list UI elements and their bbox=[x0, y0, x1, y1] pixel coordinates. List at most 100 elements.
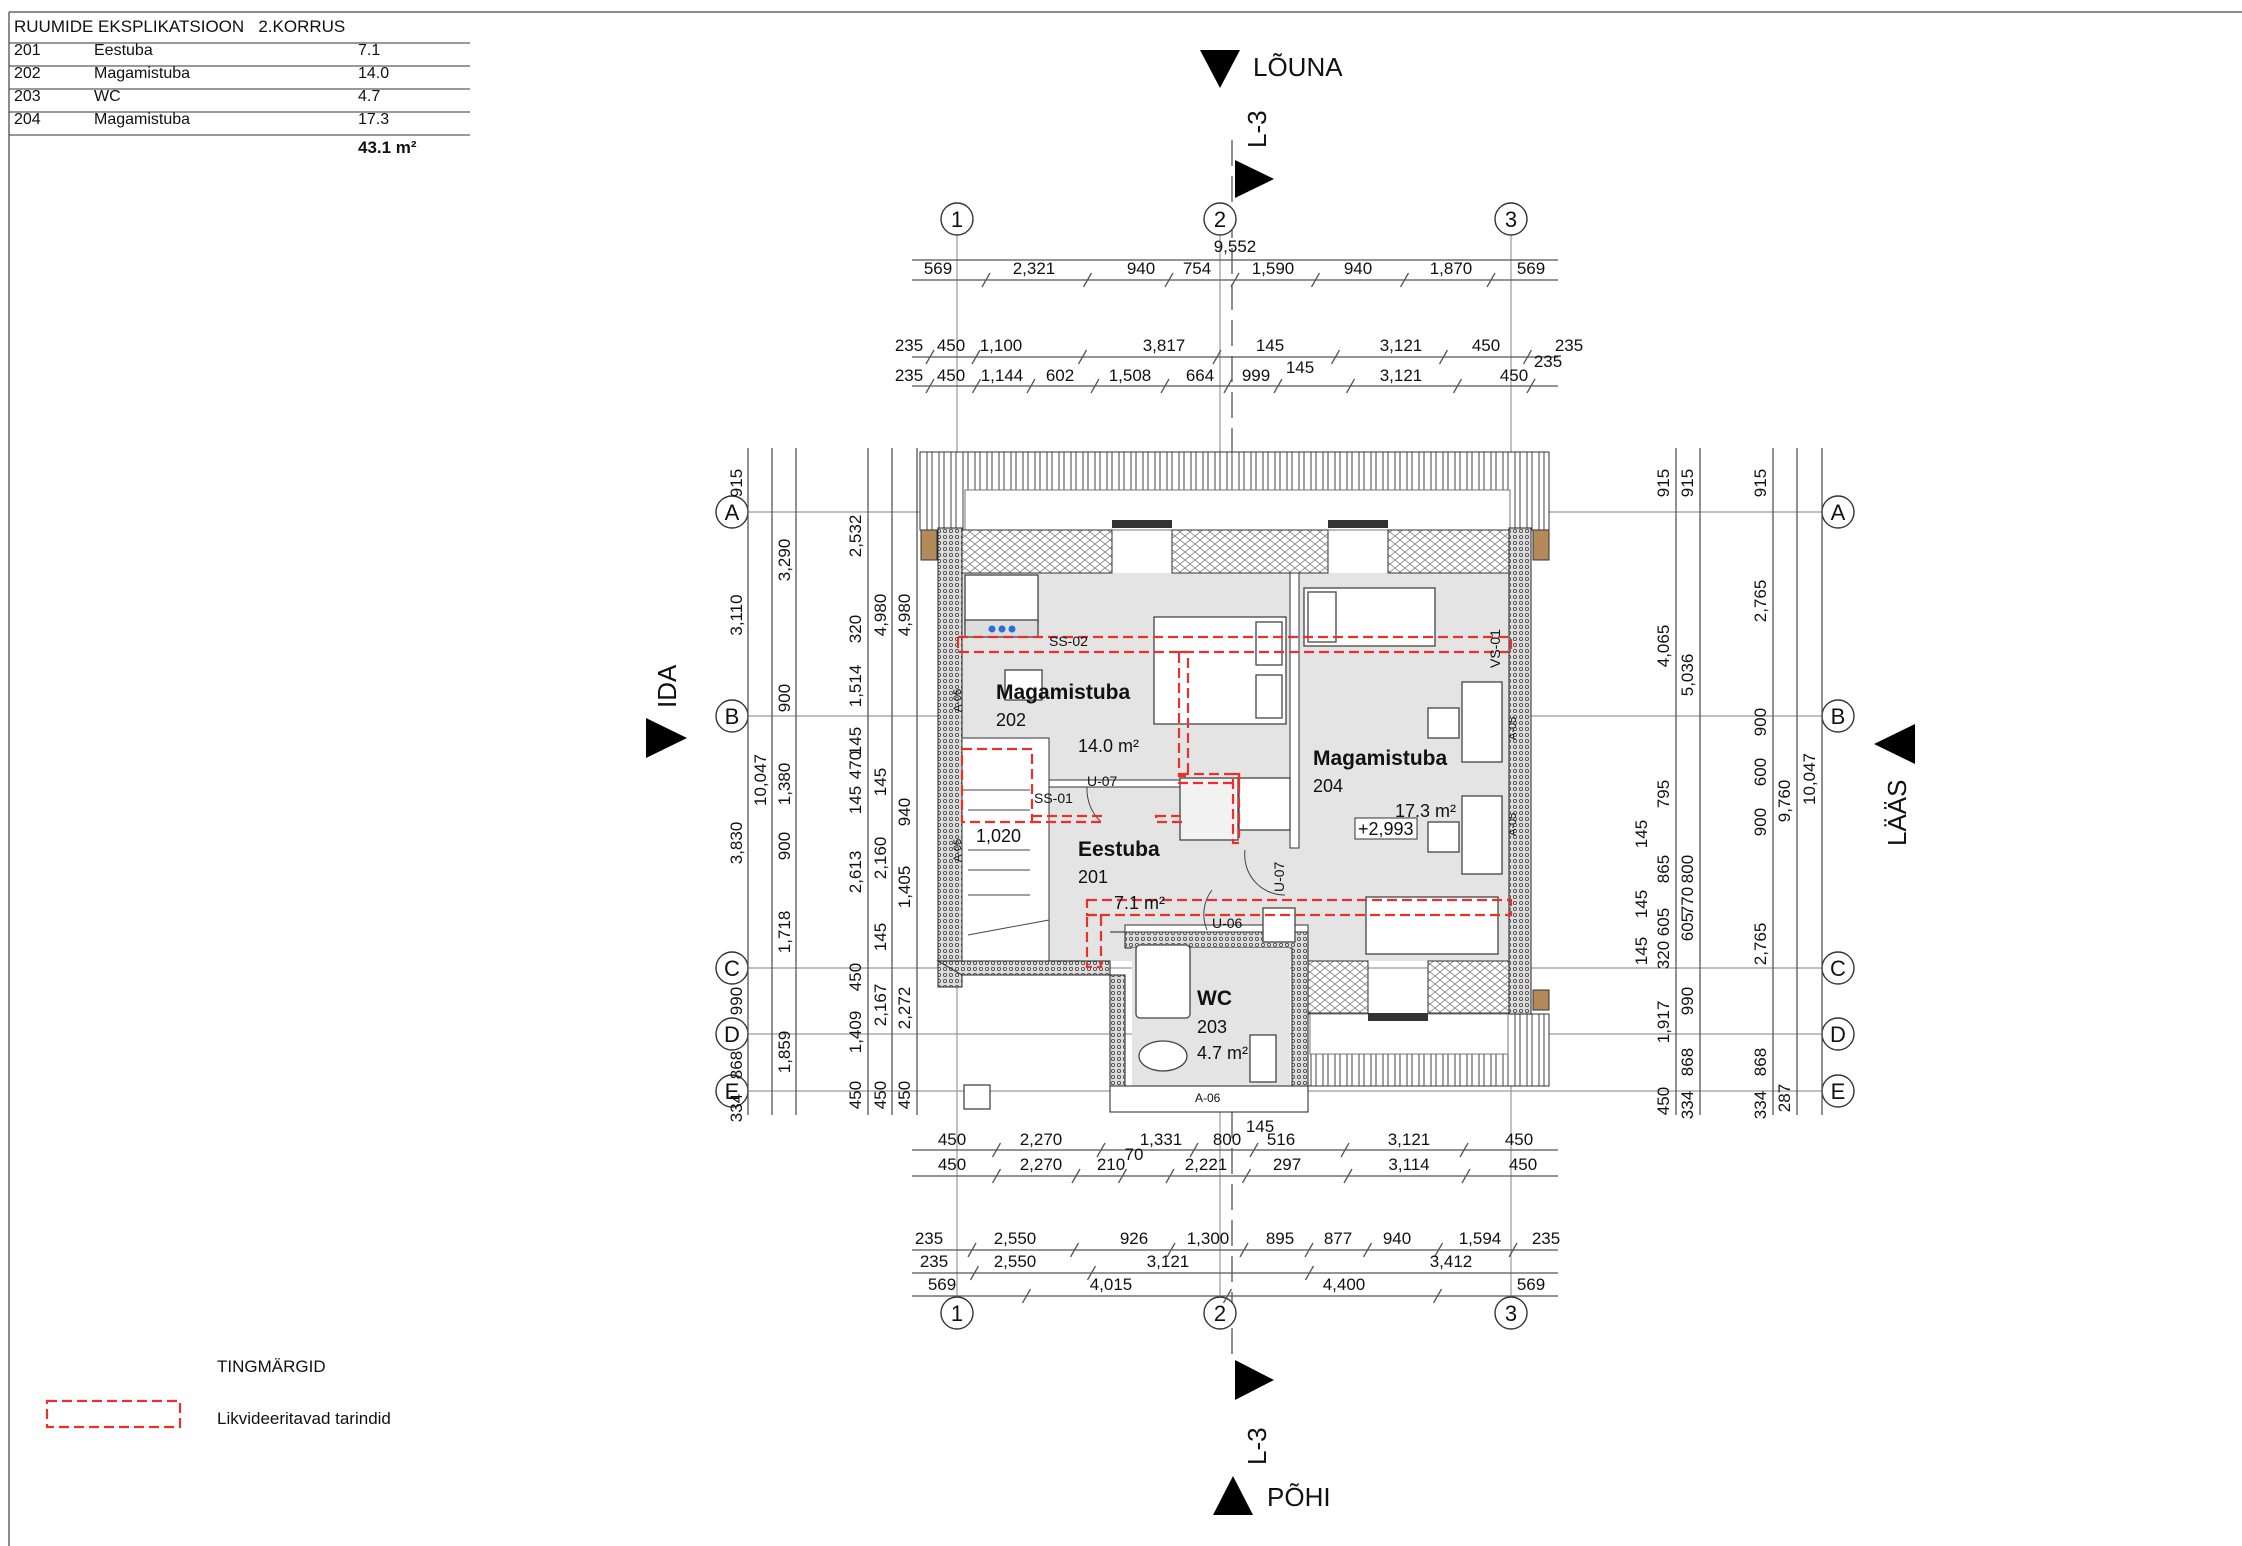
dimension-label: 450 bbox=[846, 963, 865, 991]
dimension-label: 4,065 bbox=[1654, 625, 1673, 668]
grid-label: B bbox=[1831, 704, 1846, 729]
room-number-201: 201 bbox=[1078, 867, 1108, 887]
dimension-label: 877 bbox=[1324, 1229, 1352, 1248]
dimension-label: 1,514 bbox=[846, 665, 865, 708]
dimension-label: 2,550 bbox=[994, 1229, 1037, 1248]
tag-window-a-05: A-05 bbox=[1507, 717, 1519, 740]
dimension-label: 2,765 bbox=[1751, 580, 1770, 623]
dimension-tick bbox=[1189, 1142, 1199, 1158]
grid-bubble bbox=[1203, 1296, 1237, 1330]
dimension-label: 450 bbox=[938, 1130, 966, 1149]
dimension-tick bbox=[1343, 1168, 1353, 1184]
schedule-cell-area: 14.0 bbox=[358, 65, 389, 82]
schedule-cell-no: 203 bbox=[14, 88, 41, 105]
dimension-tick bbox=[1117, 1168, 1128, 1184]
dimension-tick bbox=[1486, 272, 1496, 288]
dimension-label: 2,550 bbox=[994, 1252, 1037, 1271]
dimension-label: 990 bbox=[727, 987, 746, 1015]
dimension-tick bbox=[971, 349, 981, 365]
desk-204-a bbox=[1461, 681, 1503, 763]
room-area-202: 14.0 m² bbox=[1078, 736, 1139, 756]
room-name-202: Magamistuba bbox=[996, 681, 1131, 704]
direction-west: LÄÄS bbox=[1882, 780, 1912, 847]
dimension-label: 1,718 bbox=[775, 911, 794, 954]
staircase bbox=[961, 737, 1050, 962]
grid-label: C bbox=[1830, 956, 1846, 981]
dimension-label: 516 bbox=[1267, 1130, 1295, 1149]
dimension-label: 145 bbox=[1632, 820, 1651, 848]
shower bbox=[1135, 944, 1191, 1019]
dimension-label: 990 bbox=[1678, 987, 1697, 1015]
dimension-label: 145 bbox=[871, 768, 890, 796]
dimension-tick bbox=[1273, 378, 1283, 394]
dimension-label: 1,870 bbox=[1430, 259, 1473, 278]
grid-label: 2 bbox=[1214, 207, 1226, 232]
dimension-label: 450 bbox=[1505, 1130, 1533, 1149]
dimension-label: 602 bbox=[1046, 366, 1074, 385]
dimension-label: 940 bbox=[895, 798, 914, 826]
dimension-label: 915 bbox=[1751, 469, 1770, 497]
dimension-label: 9,552 bbox=[1214, 237, 1257, 256]
hob-burner bbox=[1008, 625, 1016, 633]
dimension-label: 450 bbox=[846, 1081, 865, 1109]
dimension-tick bbox=[1021, 1288, 1032, 1304]
dimension-label: 800 bbox=[1678, 855, 1697, 883]
legend: TINGMÄRGID Likvideeritavad tarindid bbox=[45, 1357, 391, 1429]
schedule-cell-no: 201 bbox=[14, 42, 41, 59]
direction-south: LÕUNA bbox=[1253, 52, 1343, 82]
dimension-label: 940 bbox=[1383, 1229, 1411, 1248]
dimension-label: 4,400 bbox=[1323, 1275, 1366, 1294]
legend-swatch-dashed-red bbox=[45, 1399, 182, 1429]
dimension-label: 770 bbox=[1678, 887, 1697, 915]
room-name-203: WC bbox=[1197, 987, 1232, 1010]
dimension-tick bbox=[1071, 1168, 1081, 1184]
dimension-label: 450 bbox=[1509, 1155, 1537, 1174]
tag-window-a-05: A-05 bbox=[952, 689, 964, 712]
dimension-label: 3,121 bbox=[1147, 1252, 1190, 1271]
dimension-label: 915 bbox=[727, 469, 746, 497]
dimension-label: 1,859 bbox=[775, 1031, 794, 1074]
room-name-201: Eestuba bbox=[1078, 838, 1160, 861]
tag-window-a-05: A-05 bbox=[1507, 813, 1519, 836]
grid-label: E bbox=[1831, 1079, 1846, 1104]
dimension-label: 868 bbox=[1678, 1048, 1697, 1076]
dimension-label: 865 bbox=[1654, 855, 1673, 883]
grid-bubble bbox=[940, 202, 974, 236]
dimension-label: 600 bbox=[1751, 758, 1770, 786]
dimension-tick bbox=[1026, 378, 1036, 394]
dimension-tick bbox=[971, 378, 982, 394]
dimension-tick bbox=[1241, 1168, 1252, 1184]
direction-north: PÕHI bbox=[1267, 1482, 1331, 1512]
dimension-tick bbox=[925, 349, 935, 365]
dimension-label: 1,100 bbox=[980, 336, 1023, 355]
dimension-label: 569 bbox=[928, 1275, 956, 1294]
dimension-label: 1,590 bbox=[1252, 259, 1295, 278]
dimension-tick bbox=[1330, 349, 1341, 365]
dimension-label: 145 bbox=[846, 786, 865, 814]
dimension-label: 235 bbox=[895, 366, 923, 385]
dimension-tick bbox=[1223, 378, 1233, 394]
dimension-label: 145 bbox=[1632, 937, 1651, 965]
dimension-label: 754 bbox=[1183, 259, 1211, 278]
dimension-label: 334 bbox=[727, 1094, 746, 1122]
dimension-tick bbox=[1452, 378, 1463, 394]
tag-ss-02: SS-02 bbox=[1049, 633, 1088, 649]
dimension-tick bbox=[1222, 1288, 1233, 1304]
schedule-cell-no: 202 bbox=[14, 65, 41, 82]
dimension-tick bbox=[1090, 378, 1100, 394]
dimension-label: 10,047 bbox=[751, 754, 770, 806]
schedule-total: 43.1 m² bbox=[358, 138, 417, 157]
north-arrow-icon bbox=[1213, 1476, 1253, 1515]
dimension-label: 320 bbox=[1654, 941, 1673, 969]
dimension-label: 3,290 bbox=[775, 539, 794, 582]
dimension-tick bbox=[1399, 272, 1410, 288]
dimension-label: 450 bbox=[895, 1081, 914, 1109]
tag-door-u-07: U-07 bbox=[1087, 773, 1118, 789]
hob-burner bbox=[988, 625, 996, 633]
dimension-label: 2,167 bbox=[871, 984, 890, 1027]
dimension-label: 1,917 bbox=[1654, 1001, 1673, 1044]
dimension-label: 569 bbox=[1517, 259, 1545, 278]
dimension-label: 3,121 bbox=[1388, 1130, 1431, 1149]
